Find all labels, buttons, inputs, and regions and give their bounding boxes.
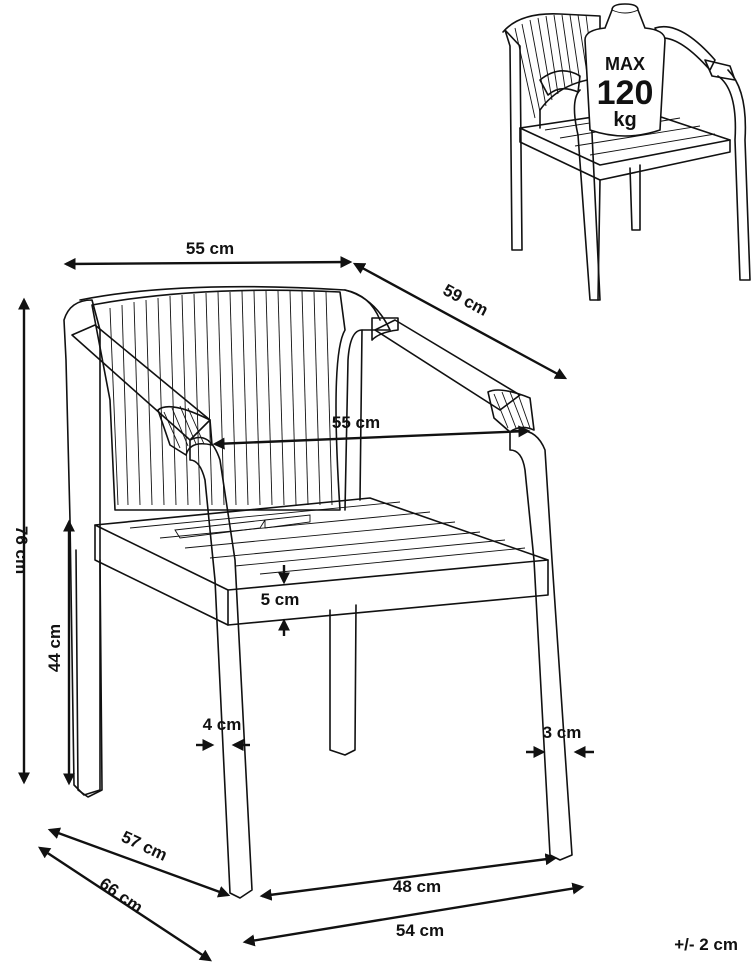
max-load-line2: 120 [597, 74, 654, 112]
height-label: 76 cm [12, 526, 31, 574]
max-load-line1: MAX [605, 54, 645, 74]
dimension-lines [18, 256, 594, 962]
front-leg-label: 4 cm [203, 715, 242, 734]
tolerance-note: +/- 2 cm [674, 935, 738, 954]
seat-thickness-label: 5 cm [261, 590, 300, 609]
leg-span-label: 48 cm [393, 877, 441, 896]
inset-chair-illustration [502, 13, 751, 301]
max-load-weight-icon: MAX 120 kg [584, 3, 666, 137]
max-load-line3: kg [613, 109, 636, 131]
seat-width-label: 55 cm [332, 413, 380, 432]
top-width-label: 55 cm [186, 239, 234, 258]
seat-depth-label: 57 cm [118, 827, 170, 865]
overall-depth-label: 66 cm [96, 874, 146, 917]
back-leg-label: 3 cm [543, 723, 582, 742]
base-width-label: 54 cm [396, 921, 444, 940]
seat-height-label: 44 cm [45, 624, 64, 672]
main-chair-illustration [63, 285, 573, 899]
